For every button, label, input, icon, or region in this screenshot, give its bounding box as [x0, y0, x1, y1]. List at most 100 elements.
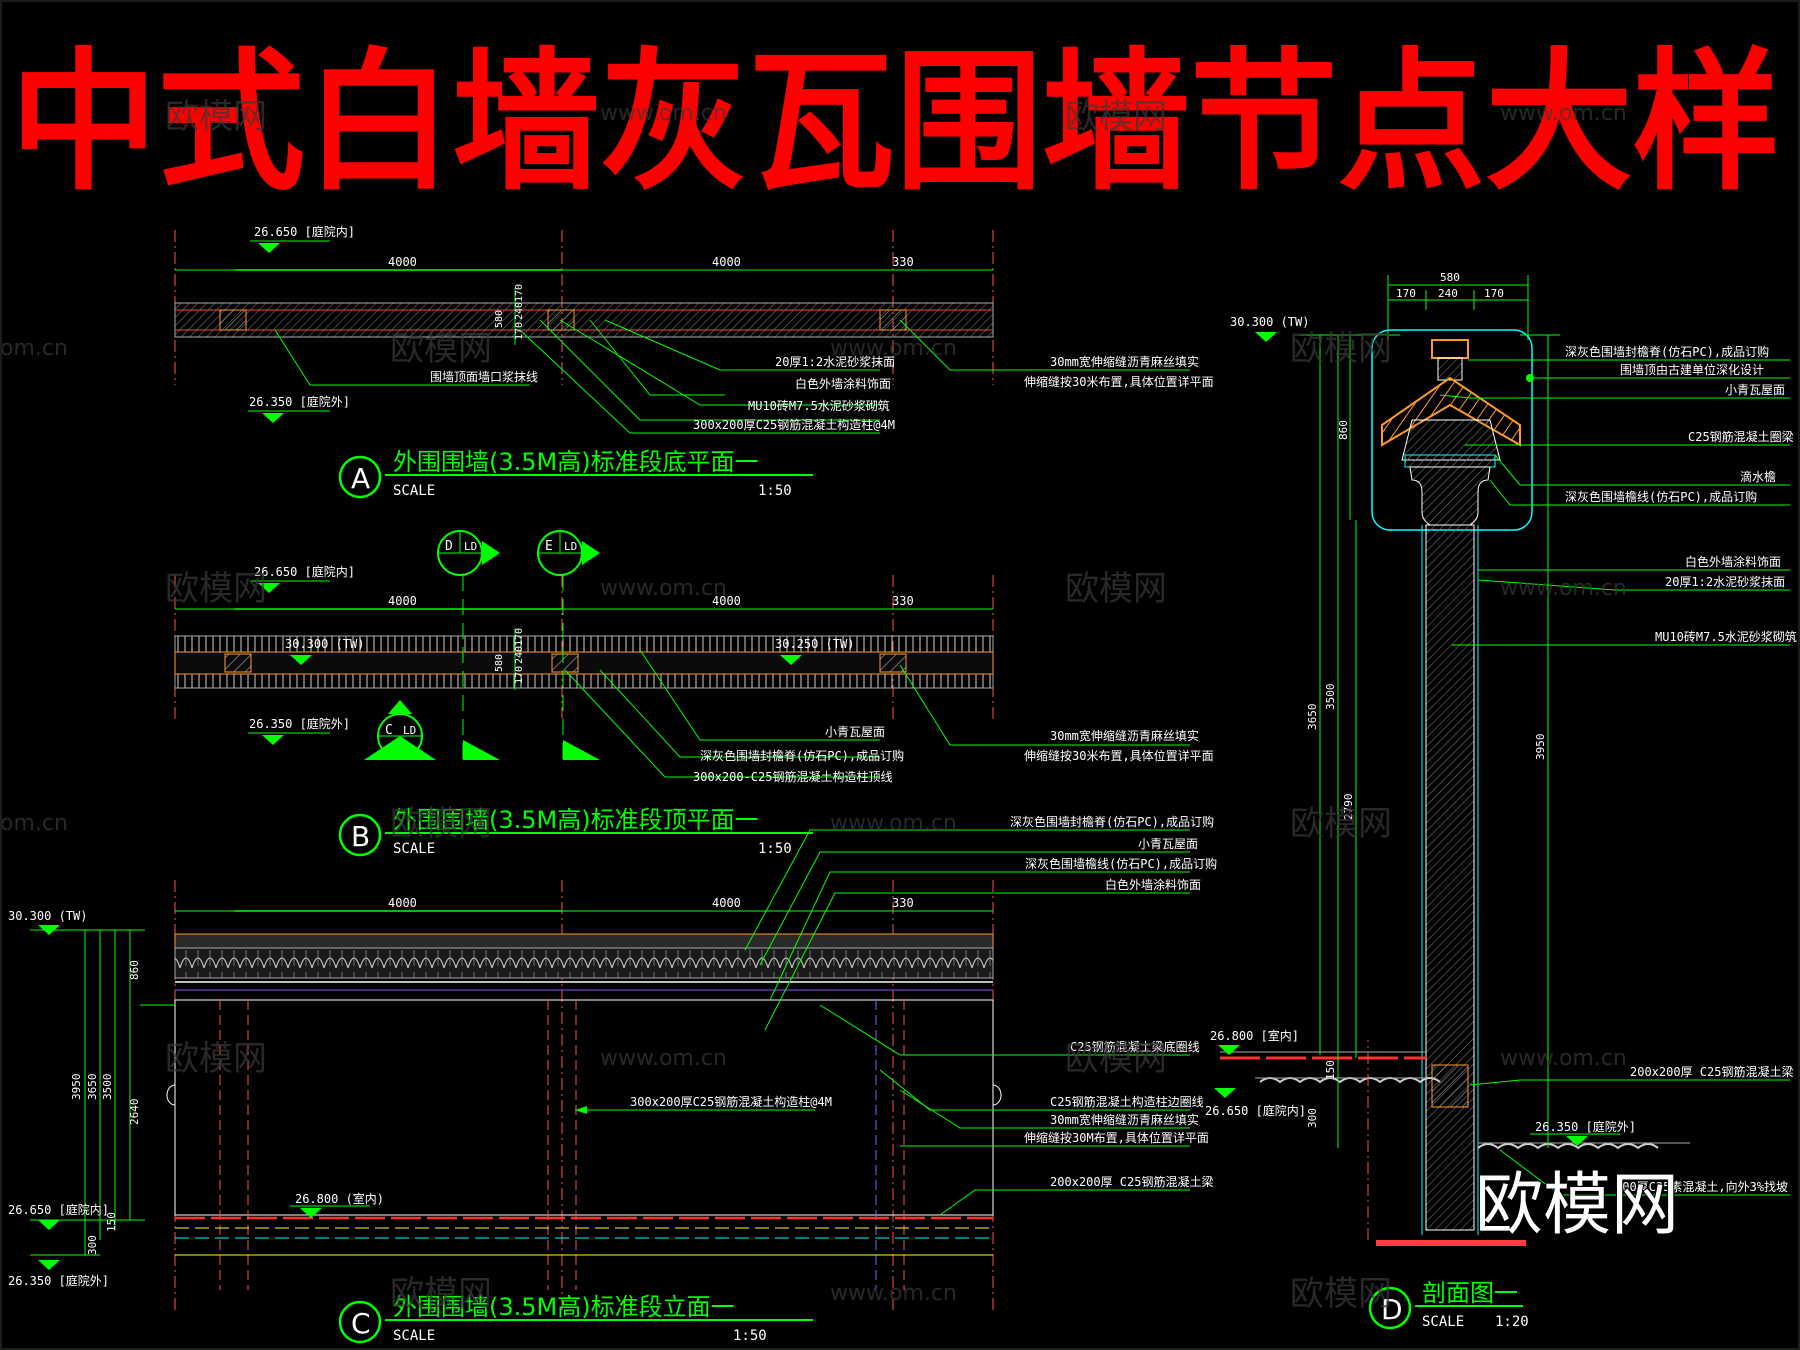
view-d-vdim-2790: 2790: [1342, 794, 1355, 821]
view-b-scale: 1:50: [758, 841, 792, 857]
view-b-scale-label: SCALE: [393, 841, 435, 857]
view-c-note-r4: 伸缩缝按30M布置,具体位置详平面: [1024, 1130, 1209, 1145]
page-title: 中式白墙灰瓦围墙节点大样: [10, 34, 1780, 211]
section-tag-d-letter: D: [445, 539, 453, 554]
view-a-scale-label: SCALE: [393, 483, 435, 499]
view-b-note-3: 300x200-C25钢筋混凝土构造柱顶线: [693, 769, 892, 784]
view-a-scale: 1:50: [758, 483, 792, 499]
view-c-note-top-2: 小青瓦屋面: [1138, 837, 1198, 851]
view-a-title: 外围围墙(3.5M高)标准段底平面一: [393, 448, 759, 476]
view-b-dim-2: 4000: [712, 594, 741, 608]
view-c-wall-body: [174, 999, 994, 1216]
view-a-dim-1: 4000: [388, 255, 417, 269]
watermark-url: www.om.cn: [1500, 1046, 1627, 1071]
view-b-plan: 4000 4000 330 30.300 (TW) 30.250 (TW) 58…: [174, 530, 1214, 857]
view-c-dim-2: 4000: [712, 896, 741, 910]
view-a-elev-bottom: 26.350 [庭院外]: [249, 394, 350, 409]
view-d-vdim-3950: 3950: [1534, 734, 1547, 761]
view-b-marker: [338, 813, 382, 857]
view-c-elev-tw: 30.300 (TW): [8, 909, 87, 923]
section-tag-c-letter: C: [385, 723, 393, 738]
view-b-note-r1: 30mm宽伸缩缝沥青麻丝填实: [1050, 728, 1199, 743]
watermark-url: www.om.cn: [1500, 576, 1627, 601]
watermark: 欧模网: [1065, 97, 1167, 137]
view-a-side-dim-170b: 170: [514, 322, 525, 340]
view-d-vdim-3500: 3500: [1324, 684, 1337, 711]
view-d-note-8: 20厚1:2水泥砂浆抹面: [1665, 574, 1785, 589]
watermark: 欧模网: [1065, 569, 1167, 609]
view-c-marker: [338, 1300, 382, 1344]
view-d-section: 580 170 240 170: [1205, 271, 1797, 1330]
view-d-roof-tiles: [1381, 376, 1521, 447]
view-d-vdim-3650: 3650: [1306, 704, 1319, 731]
view-d-note-2: 围墙顶由古建单位深化设计: [1620, 362, 1764, 377]
view-a-note-2: 白色外墙涂料饰面: [795, 376, 891, 391]
section-tag-e-ref: LD: [564, 540, 577, 553]
view-c-roof-ridge: [174, 933, 994, 949]
view-b-elev-tw2: 30.250 (TW): [775, 637, 854, 651]
view-b-section-tag-c: C LD: [364, 700, 436, 760]
view-c-vdim-3650: 3650: [86, 1074, 99, 1101]
watermark: 欧模网: [165, 97, 267, 137]
view-c-elev-in: 26.650 [庭院内]: [8, 1202, 109, 1217]
view-c-vdim-860: 860: [128, 960, 141, 980]
watermark-url: www.om.cn: [830, 1281, 957, 1306]
view-d-elev-in: 26.650 [庭院内]: [1205, 1103, 1306, 1118]
site-logo: 欧模网: [1475, 1166, 1679, 1245]
view-b-dim-3: 330: [892, 594, 914, 608]
view-d-note-1: 深灰色围墙封檐脊(仿石PC),成品订购: [1565, 344, 1769, 359]
view-d-note-6: 深灰色围墙檐线(仿石PC),成品订购: [1565, 489, 1757, 504]
view-a-marker-letter: A: [351, 462, 370, 495]
view-c-note-r3: 30mm宽伸缩缝沥青麻丝填实: [1050, 1112, 1199, 1127]
watermark-domain: om.cn: [0, 336, 68, 361]
watermark: 欧模网: [390, 1274, 492, 1314]
view-d-dim-170a: 170: [1396, 287, 1416, 300]
view-a-note-r2: 伸缩缝按30米布置,具体位置详平面: [1024, 374, 1214, 389]
view-d-ground-left: [1259, 1077, 1441, 1084]
view-b-elev-top: 26.650 [庭院内]: [254, 564, 355, 579]
view-c-elevation: 4000 4000 330 860 3950: [8, 814, 1217, 1344]
view-a-wall: [174, 302, 994, 338]
view-c-note-top-1: 深灰色围墙封檐脊(仿石PC),成品订购: [1010, 814, 1214, 829]
view-c-dim-1: 4000: [388, 896, 417, 910]
view-a-side-dim-240: 240: [514, 302, 525, 320]
view-d-title: 剖面图一: [1422, 1279, 1518, 1307]
view-b-section-tag-e: E LD: [537, 530, 600, 760]
watermark: 欧模网: [1065, 1039, 1167, 1079]
watermark: 欧模网: [390, 329, 492, 369]
view-c-note-r2: C25钢筋混凝土构造柱边圈线: [1050, 1094, 1204, 1109]
watermark-url: www.om.cn: [1500, 101, 1627, 126]
view-c-vdim-150: 150: [105, 1212, 118, 1232]
view-b-marker-letter: B: [351, 820, 370, 853]
view-d-note-4: C25钢筋混凝土圈梁: [1688, 429, 1794, 444]
view-b-side-dim-240: 240: [514, 646, 525, 664]
view-b-note-r2: 伸缩缝按30米布置,具体位置详平面: [1024, 748, 1214, 763]
watermark-url: www.om.cn: [600, 576, 727, 601]
view-d-ridge: [1431, 339, 1469, 359]
view-c-note-r5: 200x200厚 C25钢筋混凝土梁: [1050, 1174, 1213, 1189]
view-c-roof-tiles: [174, 947, 994, 979]
watermark: 欧模网: [165, 1039, 267, 1079]
view-a-note-r1: 30mm宽伸缩缝沥青麻丝填实: [1050, 354, 1199, 369]
view-a-note-5: 围墙顶面墙口浆抹线: [430, 369, 538, 384]
view-c-marker-letter: C: [351, 1307, 371, 1340]
view-c-elev-room: 26.800 (室内): [295, 1191, 384, 1206]
watermark: 欧模网: [165, 569, 267, 609]
view-a-dim-3: 330: [892, 255, 914, 269]
view-d-dim-170b: 170: [1484, 287, 1504, 300]
view-d-footing: [1431, 1064, 1469, 1108]
view-a-side-dim-580: 580: [494, 310, 505, 328]
view-c-elev-out: 26.350 [庭院外]: [8, 1273, 109, 1288]
view-c-title: 外围围墙(3.5M高)标准段立面一: [393, 1293, 735, 1321]
view-d-dim-580: 580: [1440, 271, 1460, 284]
view-b-section-tag-d: D LD: [437, 530, 500, 760]
view-d-vdim-150: 150: [1324, 1060, 1337, 1080]
watermark: 欧模网: [1290, 329, 1392, 369]
view-a-note-1: 20厚1:2水泥砂浆抹面: [775, 354, 895, 369]
view-b-note-1: 小青瓦屋面: [825, 725, 885, 739]
section-tag-d-ref: LD: [464, 540, 477, 553]
view-d-note-7: 白色外墙涂料饰面: [1685, 554, 1781, 569]
view-d-elev-tw: 30.300 (TW): [1230, 315, 1309, 329]
watermark: 欧模网: [1290, 804, 1392, 844]
